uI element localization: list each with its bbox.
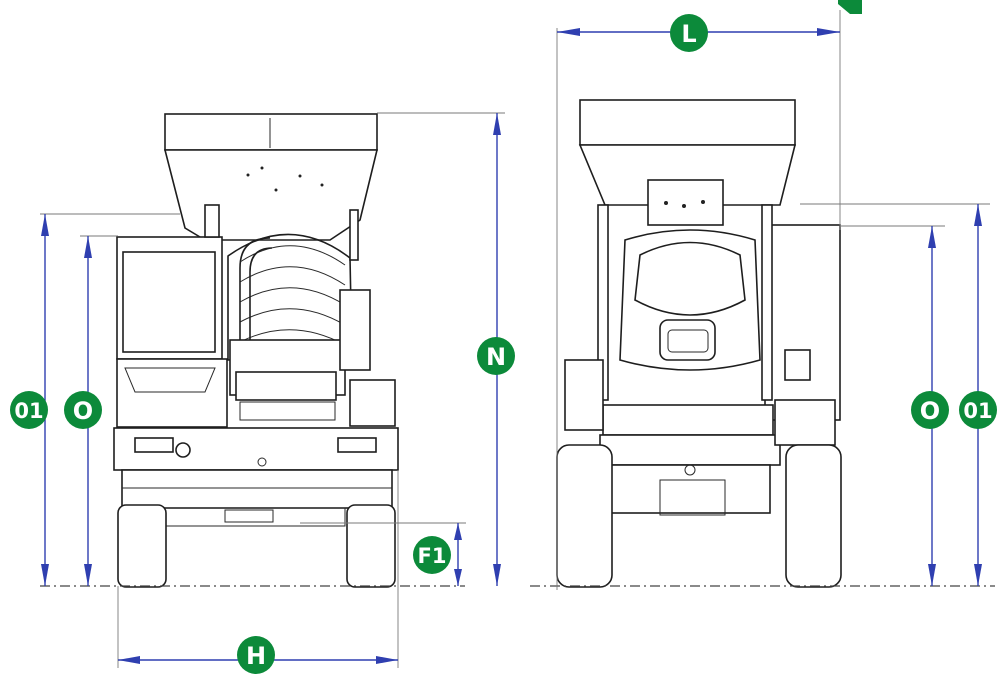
corner-marker	[838, 0, 862, 14]
badge-label-N: N	[486, 343, 506, 371]
badge-H: H	[237, 636, 275, 674]
badge-O1-right: 01	[959, 391, 997, 429]
badge-N: N	[477, 337, 515, 375]
badge-label-O1-left: 01	[14, 399, 43, 423]
badge-F1: F1	[413, 536, 451, 574]
badge-label-L: L	[681, 20, 696, 48]
badge-L: L	[670, 14, 708, 52]
badge-O-left: O	[64, 391, 102, 429]
badge-O1-left: 01	[10, 391, 48, 429]
badge-label-H: H	[246, 642, 266, 670]
badge-label-F1: F1	[418, 544, 447, 568]
right-view	[556, 99, 842, 588]
badge-label-O-right: O	[920, 397, 940, 425]
badge-label-O-left: O	[73, 397, 93, 425]
badge-O-right: O	[911, 391, 949, 429]
left-view	[113, 113, 399, 588]
badge-label-O1-right: 01	[963, 399, 992, 423]
